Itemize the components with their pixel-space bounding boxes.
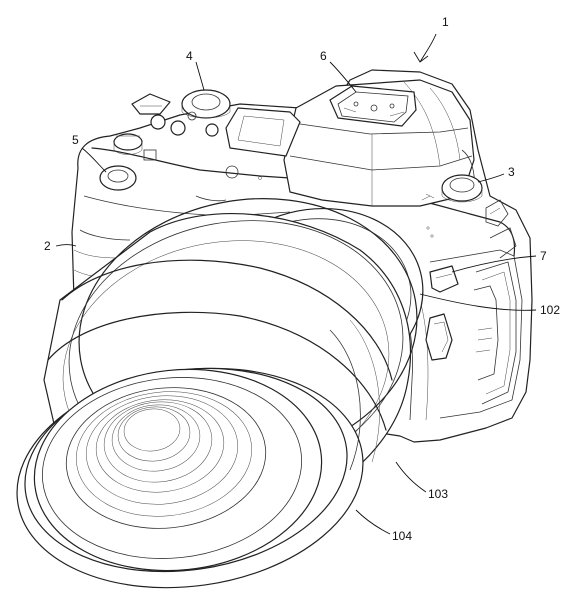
label-rear-dial: 5 (72, 133, 79, 147)
label-hot-shoe: 6 (320, 49, 327, 63)
left-top-controls (99, 89, 301, 191)
label-mode-dial: 4 (186, 49, 193, 63)
label-release-lever: 7 (540, 249, 547, 263)
release-lever (425, 265, 459, 361)
lens (16, 198, 424, 589)
hot-shoe (329, 85, 417, 127)
label-rear-ring: 104 (392, 529, 412, 543)
label-front-ring: 103 (428, 487, 448, 501)
label-shutter-dial: 3 (508, 165, 515, 179)
reference-labels: 1 4 6 5 3 2 7 102 103 104 (44, 15, 560, 543)
label-lens-mount: 102 (540, 303, 560, 317)
label-camera: 1 (442, 15, 449, 29)
label-body: 2 (44, 239, 51, 253)
shutter-dial (421, 174, 517, 259)
